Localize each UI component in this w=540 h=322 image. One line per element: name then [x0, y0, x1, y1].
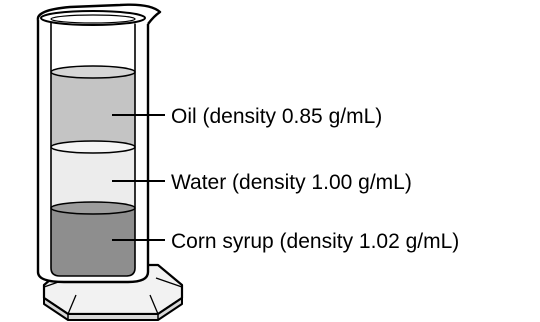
meniscus-oil-top [50, 65, 136, 79]
base-facet-4 [149, 294, 159, 315]
liquid-layers [50, 65, 136, 276]
rim-opening [40, 10, 146, 26]
rim-inner-opening [50, 14, 136, 24]
layer-fill-water [51, 147, 135, 208]
layer-fill-corn-syrup [51, 208, 135, 276]
base-side-face [43, 297, 183, 321]
meniscus-corn-syrup-top [50, 201, 136, 215]
label-leaders [112, 114, 165, 241]
layer-labels: Oil (density 0.85 g/mL) Water (density 1… [171, 105, 459, 253]
label-oil: Oil (density 0.85 g/mL) [171, 105, 382, 128]
label-corn-syrup: Corn syrup (density 1.02 g/mL) [171, 230, 459, 253]
tube-inner-bottom [50, 267, 136, 277]
meniscus-water-top [50, 140, 136, 154]
cylinder-rim [36, 3, 162, 26]
label-water: Water (density 1.00 g/mL) [171, 171, 412, 194]
layer-fill-oil [51, 72, 135, 147]
base-facet-2 [155, 277, 183, 288]
tube-inner-walls [42, 22, 136, 277]
base-facet-3 [67, 294, 77, 315]
